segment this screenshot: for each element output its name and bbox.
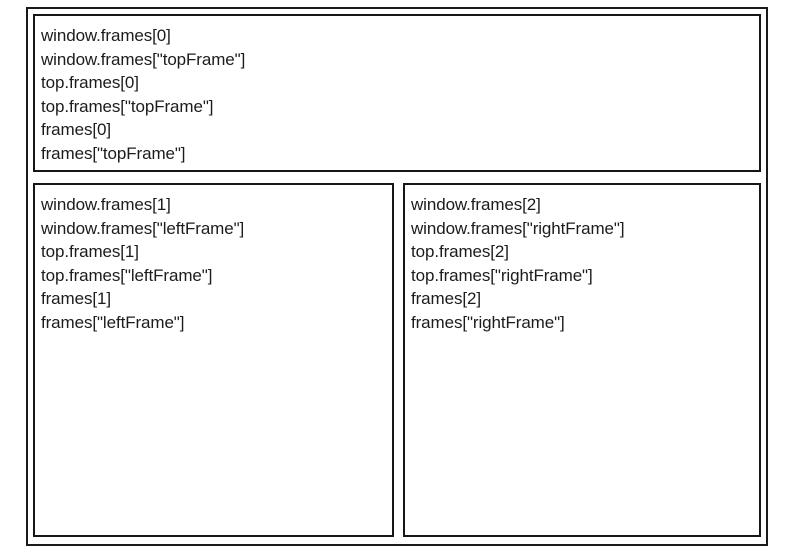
frameset-outer-window: window.frames[0] window.frames["topFrame… xyxy=(26,7,768,546)
frame-reference-line: window.frames["rightFrame"] xyxy=(411,218,625,238)
frame-reference-line: top.frames["rightFrame"] xyxy=(411,265,593,285)
frame-reference-line: frames[2] xyxy=(411,289,481,308)
frame-reference-line: frames["leftFrame"] xyxy=(41,312,185,332)
frame-reference-line: top.frames["topFrame"] xyxy=(41,96,214,116)
frame-reference-line: frames["rightFrame"] xyxy=(411,312,565,332)
frame-reference-line: window.frames["topFrame"] xyxy=(41,49,246,69)
frame-reference-line: frames[1] xyxy=(41,289,111,308)
top-frame-box: window.frames[0] window.frames["topFrame… xyxy=(33,14,761,172)
frame-reference-line: top.frames[2] xyxy=(411,242,509,261)
frame-reference-line: window.frames[2] xyxy=(411,195,541,214)
left-frame-box: window.frames[1] window.frames["leftFram… xyxy=(33,183,394,537)
frame-reference-line: frames["topFrame"] xyxy=(41,143,186,163)
frame-reference-line: window.frames[0] xyxy=(41,26,171,45)
frame-reference-line: frames[0] xyxy=(41,120,111,139)
frame-reference-line: window.frames["leftFrame"] xyxy=(41,218,245,238)
frame-reference-line: window.frames[1] xyxy=(41,195,171,214)
bottom-frames-row: window.frames[1] window.frames["leftFram… xyxy=(33,183,761,537)
right-frame-box: window.frames[2] window.frames["rightFra… xyxy=(403,183,761,537)
frame-reference-line: top.frames[0] xyxy=(41,73,139,92)
frame-divider-gap xyxy=(394,183,403,537)
frame-reference-line: top.frames["leftFrame"] xyxy=(41,265,213,285)
frame-reference-line: top.frames[1] xyxy=(41,242,139,261)
